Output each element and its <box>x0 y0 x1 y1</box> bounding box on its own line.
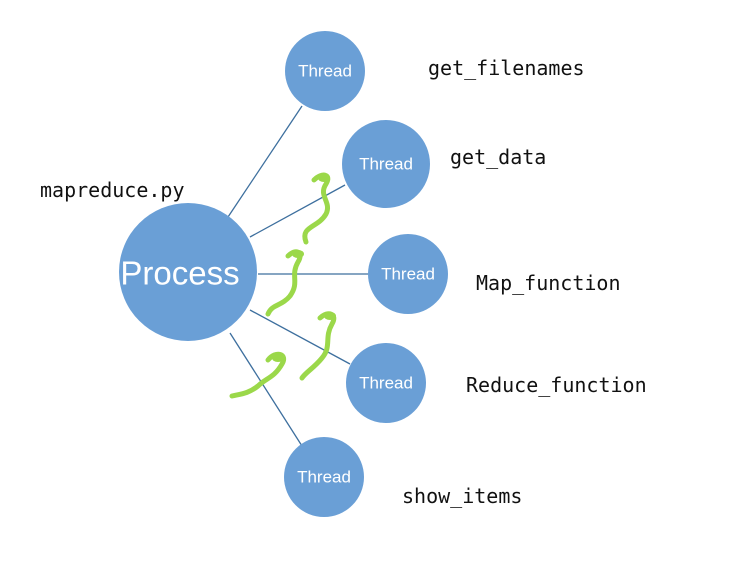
thread-label: Thread <box>359 373 413 392</box>
thread-node-map-function: Thread <box>368 234 448 314</box>
file-label: mapreduce.py <box>40 178 185 202</box>
function-label-get-filenames: get_filenames <box>428 56 585 80</box>
thread-label: Thread <box>297 467 351 486</box>
snake-icon <box>302 172 331 245</box>
thread-label: Thread <box>381 264 435 283</box>
thread-label: Thread <box>359 154 413 173</box>
thread-node-get-filenames: Thread <box>285 31 365 111</box>
snake-head-icon <box>272 354 284 362</box>
snake-icon <box>265 249 303 317</box>
thread-node-show-items: Thread <box>284 437 364 517</box>
connector-line-get-filenames <box>227 105 303 218</box>
connector-line-reduce-function <box>249 309 351 365</box>
snake-head-icon <box>324 312 336 320</box>
function-label-get-data: get_data <box>450 145 547 169</box>
thread-label: Thread <box>298 61 352 80</box>
snake-head-group <box>272 174 336 362</box>
process-label: Process <box>120 255 239 292</box>
snake-head-icon <box>318 174 330 182</box>
thread-node-reduce-function: Thread <box>346 343 426 423</box>
snake-head-icon <box>292 250 304 258</box>
process-node: Process <box>119 203 257 341</box>
function-label-reduce-function: Reduce_function <box>466 373 647 397</box>
function-label-map-function: Map_function <box>476 271 621 295</box>
thread-node-get-data: Thread <box>342 120 430 208</box>
function-label-show-items: show_items <box>402 484 523 508</box>
connector-line-get-data <box>249 184 346 238</box>
connector-line-show-items <box>229 332 303 447</box>
snake-icon <box>299 311 337 381</box>
